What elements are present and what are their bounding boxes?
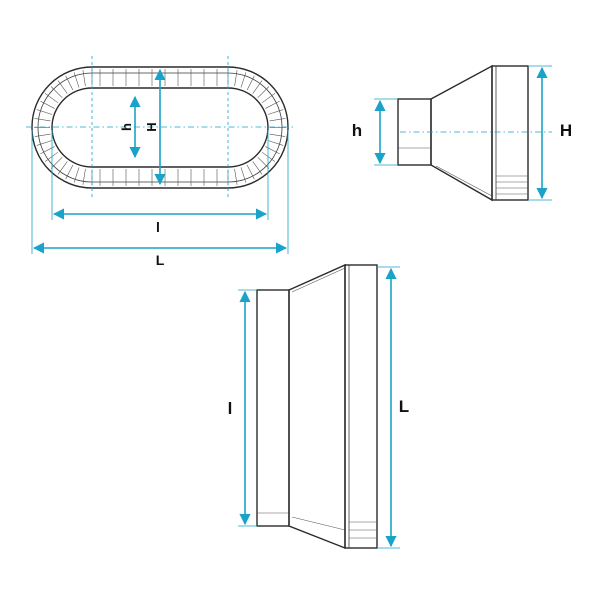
- front-outer-outline: [31, 66, 289, 189]
- rib-mark: [50, 86, 63, 99]
- rib-mark: [269, 118, 286, 122]
- rib-mark: [261, 93, 276, 104]
- rib-mark: [57, 80, 68, 94]
- rib-mark: [240, 167, 247, 183]
- top-transition-seam: [291, 516, 346, 531]
- rib-mark: [246, 75, 255, 91]
- front-label-l: l: [156, 219, 160, 235]
- rib-mark: [246, 164, 255, 180]
- rib-mark: [40, 100, 55, 109]
- rib-mark: [257, 86, 270, 99]
- front-label-H: H: [144, 122, 159, 131]
- side-view: h H: [352, 64, 572, 202]
- top-transition-seam-2: [291, 267, 346, 293]
- rib-mark: [267, 140, 284, 146]
- rib-mark: [36, 109, 53, 115]
- rib-mark: [269, 133, 286, 137]
- top-transition: [288, 263, 346, 550]
- side-large-collar: [491, 65, 529, 201]
- rib-mark: [252, 161, 263, 175]
- rib-mark: [57, 161, 68, 175]
- rib-mark: [65, 164, 74, 180]
- front-label-L: L: [156, 252, 165, 268]
- front-corrugation-ribs: [34, 69, 286, 186]
- rib-mark: [257, 156, 270, 169]
- rib-mark: [234, 168, 238, 185]
- top-collar-bands: [349, 521, 377, 539]
- rib-mark: [65, 75, 74, 91]
- front-label-h: h: [119, 123, 134, 131]
- rib-mark: [44, 93, 59, 104]
- rib-mark: [267, 109, 284, 115]
- rib-mark: [50, 156, 63, 169]
- side-cone-seam: [435, 165, 493, 197]
- rib-mark: [82, 168, 86, 185]
- rib-mark: [34, 133, 51, 137]
- rib-mark: [252, 80, 263, 94]
- rib-mark: [44, 151, 59, 162]
- side-label-h: h: [352, 121, 362, 140]
- rib-mark: [234, 70, 238, 87]
- rib-mark: [73, 167, 80, 183]
- top-small-collar: [256, 289, 290, 527]
- rib-mark: [240, 72, 247, 88]
- top-large-collar: [344, 264, 378, 549]
- side-collar-bands: [496, 175, 528, 195]
- top-label-l: l: [228, 399, 233, 418]
- top-label-L: L: [399, 397, 409, 416]
- rib-mark: [261, 151, 276, 162]
- rib-mark: [82, 70, 86, 87]
- front-view: h H l L: [26, 56, 294, 268]
- rib-mark: [36, 140, 53, 146]
- rib-mark: [73, 72, 80, 88]
- rib-mark: [265, 100, 280, 109]
- top-view: l L: [228, 263, 409, 550]
- rib-mark: [34, 118, 51, 122]
- side-label-H: H: [560, 121, 572, 140]
